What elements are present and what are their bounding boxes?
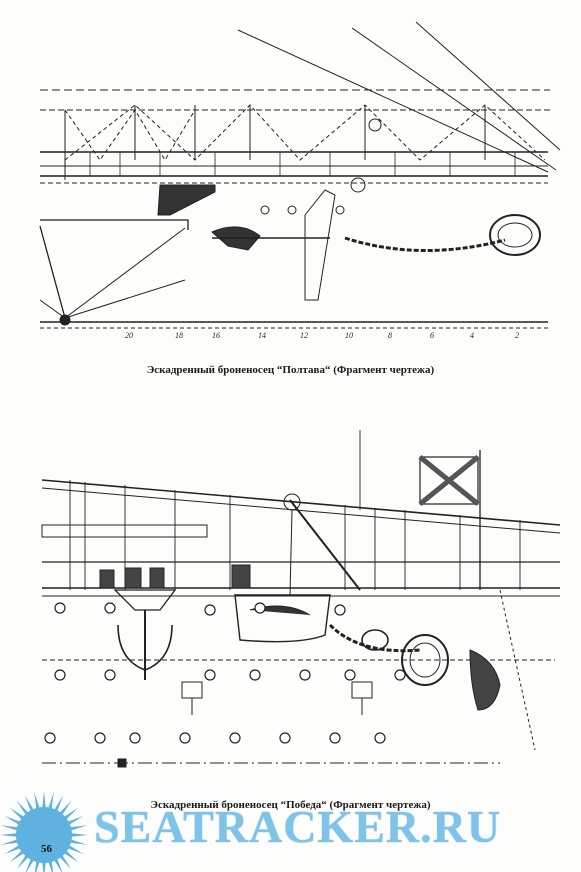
bow-fitting — [59, 314, 71, 326]
anchor-arms — [117, 624, 173, 671]
caption-pobeda: Эскадренный броненосец “Победа“ (Фрагмен… — [150, 799, 431, 811]
davit-bracket — [157, 184, 216, 216]
stay-line — [237, 29, 549, 173]
anchor-bed — [113, 589, 177, 611]
hawse-ring-inner — [497, 222, 533, 248]
frame-number: 10 — [345, 331, 353, 340]
hawse-ring — [401, 634, 449, 686]
ring-fitting — [368, 118, 382, 132]
sun-logo-icon — [0, 791, 88, 872]
poltava-drawing: 20 18 16 14 12 10 8 6 4 2 — [0, 0, 581, 350]
stay-line — [39, 299, 66, 319]
pobeda-drawing-svg — [41, 430, 561, 768]
frame-number: 2 — [515, 331, 519, 340]
anchor-chain — [344, 236, 506, 253]
stem-line — [39, 225, 66, 319]
frame-number: 8 — [388, 331, 392, 340]
jack-flag — [419, 456, 479, 505]
stay-line — [351, 27, 557, 171]
frame-number: 4 — [470, 331, 474, 340]
frame-number: 20 — [125, 331, 133, 340]
watermark-logo: SEATRACKER.RU — [94, 801, 502, 852]
anchor-pocket — [234, 594, 331, 643]
stay-line — [415, 21, 561, 151]
anchor-chain — [328, 623, 421, 653]
stay-line — [64, 279, 186, 319]
hull-outline — [40, 219, 189, 230]
poltava-drawing-svg: 20 18 16 14 12 10 8 6 4 2 — [39, 21, 561, 340]
frame-numbers: 20 18 16 14 12 10 8 6 4 2 — [125, 331, 519, 340]
anchor-stowed — [469, 649, 501, 711]
frame-number: 18 — [175, 331, 183, 340]
sheer-line — [41, 479, 561, 526]
ring-fitting — [350, 177, 366, 193]
page-number: 56 — [41, 843, 52, 855]
anchor-stock — [304, 189, 336, 301]
frame-number: 16 — [212, 331, 220, 340]
frame-number: 14 — [258, 331, 266, 340]
sheer-line — [41, 487, 561, 534]
chain-ring — [361, 629, 389, 651]
frame-number: 6 — [430, 331, 434, 340]
frame-number: 12 — [300, 331, 308, 340]
stay-line — [64, 227, 186, 319]
awning-truss — [64, 104, 546, 161]
anchor-crane — [289, 499, 361, 591]
hawse-ring — [489, 214, 541, 256]
pobeda-drawing — [0, 430, 581, 810]
caption-poltava: Эскадренный броненосец “Полтава“ (Фрагме… — [146, 364, 435, 376]
gun-barrel — [41, 524, 208, 538]
